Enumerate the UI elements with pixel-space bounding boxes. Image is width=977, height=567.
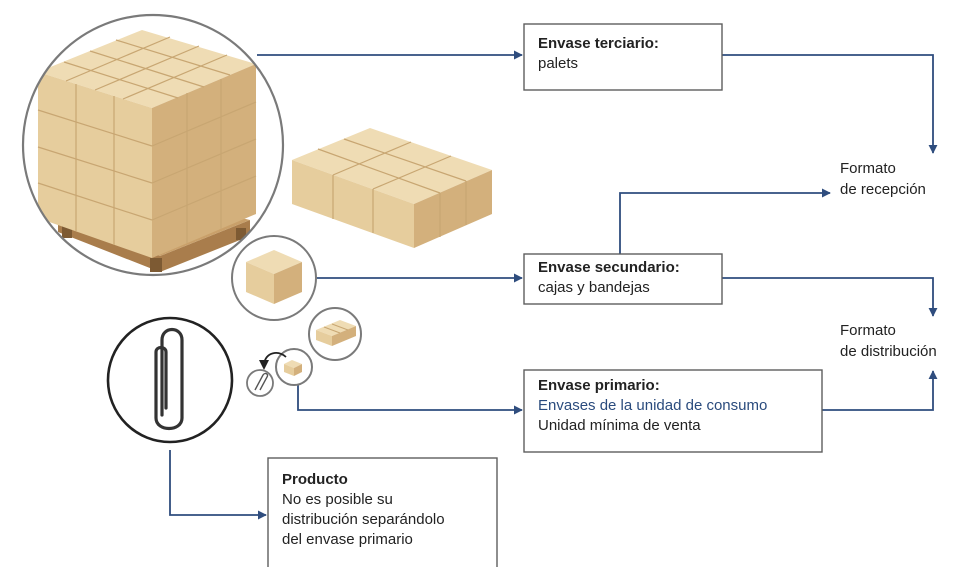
reception-line-2: de recepción [840, 181, 926, 198]
reception-format-label: Formato de recepción [840, 158, 926, 200]
product-box: Producto No es posible su distribución s… [268, 458, 497, 567]
primary-box-frame [523, 369, 823, 453]
primary-package-box: Envase primario: Envases de la unidad de… [524, 370, 822, 452]
secondary-title: Envase secundario: [538, 259, 680, 276]
product-desc-3: del envase primario [282, 531, 413, 548]
primary-desc-2: Unidad mínima de venta [538, 417, 701, 434]
primary-desc-1: Envases de la unidad de consumo [538, 397, 768, 414]
distribution-format-label: Formato de distribución [840, 320, 937, 362]
tertiary-package-box: Envase terciario: palets [524, 24, 722, 90]
paperclip-icon [106, 316, 234, 444]
small-boxes-illustration [308, 307, 362, 361]
arrow-clip-to-product [169, 450, 267, 520]
arrow-tertiary-to-reception [722, 54, 938, 154]
small-paperclip-illustration [246, 369, 274, 397]
arrow-unit-to-primary [297, 380, 523, 415]
distribution-line-2: de distribución [840, 343, 937, 360]
product-desc-1: No es posible su [282, 491, 393, 508]
secondary-desc: cajas y bandejas [538, 279, 650, 296]
box-tray-illustration [292, 128, 492, 248]
product-box-frame [267, 457, 498, 567]
undo-arrow-icon [259, 352, 287, 370]
distribution-line-1: Formato [840, 322, 896, 339]
pallet-illustration [21, 13, 285, 277]
box-illustration [231, 235, 317, 321]
arrow-primary-to-distribution [822, 370, 938, 411]
unit-box-illustration [275, 348, 313, 386]
tertiary-title: Envase terciario: [538, 35, 659, 52]
primary-title: Envase primario: [538, 377, 660, 394]
arrow-secondary-to-reception [619, 188, 831, 254]
tertiary-desc: palets [538, 55, 579, 72]
arrow-secondary-to-distribution [722, 277, 938, 317]
secondary-box-frame [523, 253, 723, 305]
reception-line-1: Formato [840, 160, 896, 177]
product-desc-2: distribución separándolo [282, 511, 445, 528]
tertiary-box-frame [523, 23, 723, 91]
product-title: Producto [282, 471, 348, 488]
secondary-package-box: Envase secundario: cajas y bandejas [524, 254, 722, 304]
